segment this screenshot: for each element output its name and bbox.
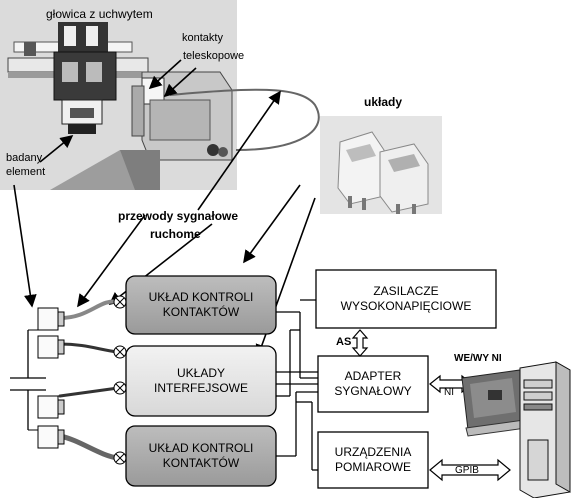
block-hv-supply-line2: WYSOKONAPIĘCIOWE	[341, 299, 472, 314]
block-hv-supply: ZASILACZE WYSOKONAPIĘCIOWE	[316, 270, 496, 328]
block-interface-line2: INTERFEJSOWE	[154, 381, 248, 396]
block-interface-line1: UKŁADY	[154, 366, 248, 381]
block-measuring-line2: POMIAROWE	[335, 460, 412, 475]
block-contact-control-bottom: UKŁAD KONTROLI KONTAKTÓW	[126, 426, 276, 486]
block-signal-adapter-line1: ADAPTER	[334, 369, 411, 384]
label-wires-line1: przewody sygnałowe	[118, 210, 238, 223]
fixture-photo	[0, 0, 319, 190]
label-circuits: układy	[364, 96, 402, 109]
label-head: głowica z uchwytem	[46, 8, 153, 21]
block-contact-control-bottom-line2: KONTAKTÓW	[149, 456, 254, 471]
pc-tower	[520, 362, 570, 498]
label-contacts-line2: teleskopowe	[183, 50, 244, 63]
block-interface-circuits: UKŁADY INTERFEJSOWE	[126, 346, 276, 416]
ni-card	[462, 370, 526, 436]
label-element-line2: element	[6, 166, 45, 179]
block-measuring-line1: URZĄDZENIA	[335, 445, 412, 460]
label-gpib: GPIB	[455, 464, 479, 477]
label-ni: NI	[444, 386, 454, 399]
block-measuring-devices: URZĄDZENIA POMIAROWE	[318, 432, 428, 488]
block-contact-control-top-line1: UKŁAD KONTROLI	[149, 290, 254, 305]
block-contact-control-bottom-line1: UKŁAD KONTROLI	[149, 441, 254, 456]
label-contacts-line1: kontakty	[182, 32, 223, 45]
block-signal-adapter: ADAPTER SYGNAŁOWY	[318, 356, 428, 412]
block-signal-adapter-line2: SYGNAŁOWY	[334, 384, 411, 399]
block-hv-supply-line1: ZASILACZE	[341, 284, 472, 299]
label-io-ni: WE/WY NI	[454, 352, 502, 365]
circuits-photo	[320, 116, 442, 214]
label-element-line1: badany	[6, 152, 42, 165]
switch-symbols	[114, 296, 126, 464]
signal-cables	[60, 301, 118, 458]
label-wires-line2: ruchome	[150, 228, 201, 241]
label-as: AS	[336, 336, 351, 349]
block-contact-control-top: UKŁAD KONTROLI KONTAKTÓW	[126, 276, 276, 334]
block-contact-control-top-line2: KONTAKTÓW	[149, 305, 254, 320]
